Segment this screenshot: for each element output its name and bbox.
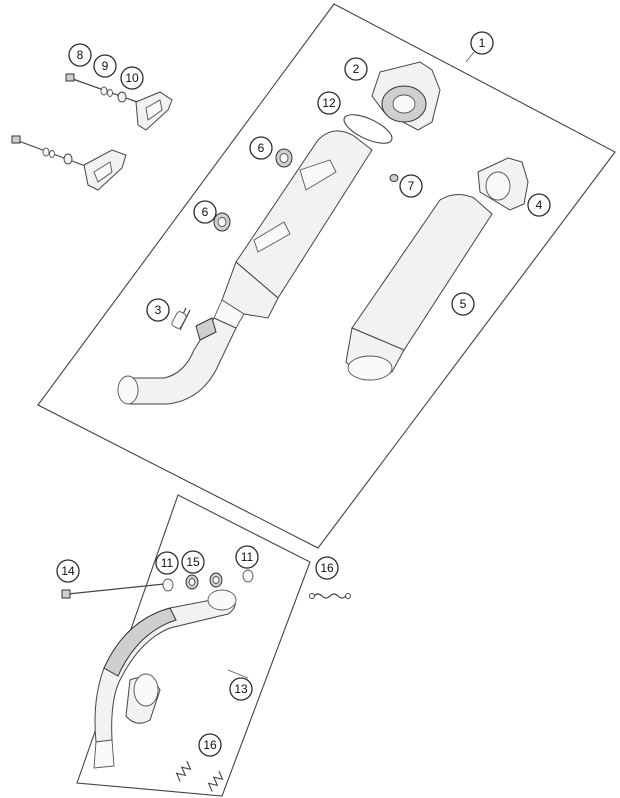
svg-text:2: 2 xyxy=(353,62,360,76)
grommet-lower xyxy=(213,212,231,232)
svg-text:6: 6 xyxy=(202,205,209,219)
svg-text:13: 13 xyxy=(234,682,248,696)
callout-2: 2 xyxy=(344,57,368,81)
svg-text:12: 12 xyxy=(322,96,336,110)
exhaust-spring-upper xyxy=(309,593,351,599)
silencer-assembly-frame xyxy=(37,3,616,549)
washer-right xyxy=(242,569,254,583)
callout-10: 10 xyxy=(120,66,144,90)
spacer xyxy=(185,574,199,590)
svg-text:16: 16 xyxy=(203,738,217,752)
callout-6-lower: 6 xyxy=(193,200,217,224)
svg-text:11: 11 xyxy=(161,556,174,570)
link-pipe xyxy=(117,317,237,405)
svg-text:3: 3 xyxy=(155,303,162,317)
callout-13: 13 xyxy=(229,677,253,701)
callout-15: 15 xyxy=(181,550,205,574)
callout-7: 7 xyxy=(399,174,423,198)
callout-12: 12 xyxy=(317,91,341,115)
small-screw xyxy=(389,174,399,182)
callout-11-right: 11 xyxy=(235,545,259,569)
callout-5: 5 xyxy=(451,292,475,316)
silencer-outer-sleeve xyxy=(345,194,493,381)
svg-text:4: 4 xyxy=(536,198,543,212)
callout-6-upper: 6 xyxy=(249,136,273,160)
svg-text:11: 11 xyxy=(241,550,254,564)
callout-11-left: 11 xyxy=(155,551,179,575)
svg-text:1: 1 xyxy=(479,36,486,50)
exhaust-spring-lower-1 xyxy=(175,760,192,782)
silencer-end-cap-large xyxy=(371,61,441,131)
grommet-upper xyxy=(275,148,293,168)
callout-1: 1 xyxy=(470,31,494,55)
callout-3: 3 xyxy=(146,298,170,322)
svg-text:7: 7 xyxy=(408,179,415,193)
svg-text:10: 10 xyxy=(125,71,139,85)
spring-clip xyxy=(171,307,191,331)
spacer-bushing xyxy=(209,572,223,588)
header-pipe-assembly-frame xyxy=(76,494,311,797)
svg-text:6: 6 xyxy=(258,141,265,155)
callout-8: 8 xyxy=(68,43,92,67)
washer-left xyxy=(162,578,174,592)
silencer-end-cap-small xyxy=(477,157,529,211)
callout-14: 14 xyxy=(56,559,80,583)
gasket-ring xyxy=(343,114,393,144)
svg-text:16: 16 xyxy=(320,561,334,575)
callout-9: 9 xyxy=(93,54,117,78)
callout-4: 4 xyxy=(527,193,551,217)
mounting-bracket-upper xyxy=(65,73,173,131)
long-bolt xyxy=(61,583,165,599)
callout-16-upper: 16 xyxy=(315,556,339,580)
svg-text:15: 15 xyxy=(186,555,200,569)
svg-text:14: 14 xyxy=(61,564,75,578)
svg-text:9: 9 xyxy=(102,59,109,73)
header-pipe xyxy=(93,589,237,769)
mounting-bracket-lower xyxy=(11,135,127,191)
exhaust-spring-lower-2 xyxy=(207,770,224,792)
main-silencer-body xyxy=(213,130,373,329)
svg-text:8: 8 xyxy=(77,48,84,62)
leader-lines xyxy=(227,51,475,679)
svg-text:5: 5 xyxy=(460,297,467,311)
callout-16-lower: 16 xyxy=(198,733,222,757)
